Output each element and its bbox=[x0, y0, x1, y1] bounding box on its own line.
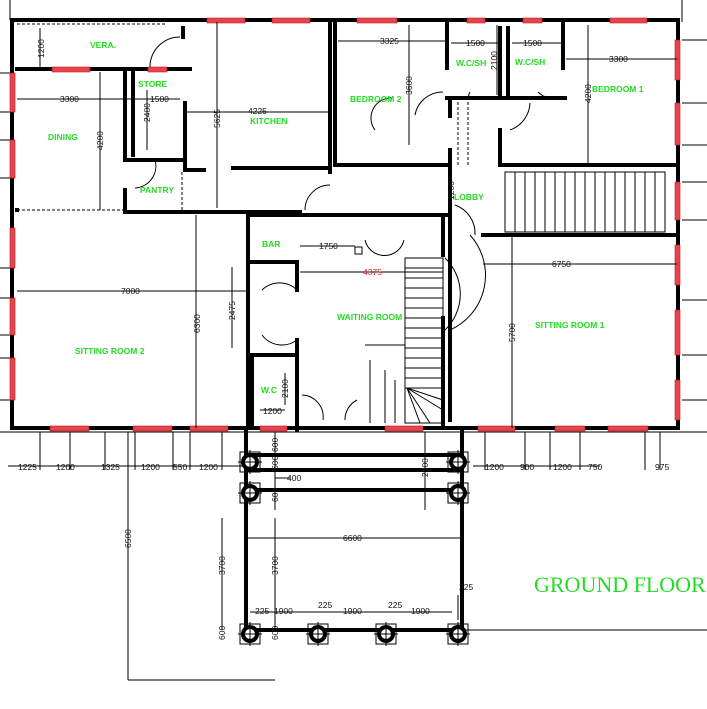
dim-lobby-depth: 1200 bbox=[446, 181, 456, 200]
stair-winder bbox=[406, 387, 444, 411]
dim-kitchen-depth: 5625 bbox=[212, 109, 222, 128]
dim-porch-col: 225 bbox=[459, 582, 473, 592]
room-sitting-1: SITTING ROOM 1 bbox=[535, 320, 605, 330]
doors bbox=[134, 36, 551, 421]
dim-sitting2-width: 7000 bbox=[121, 286, 140, 296]
dashed-lines bbox=[17, 23, 469, 211]
room-dining: DINING bbox=[48, 132, 78, 142]
dim-porch-left: 3700 bbox=[270, 556, 280, 575]
dim-porch-bay: 225 bbox=[318, 600, 332, 610]
dim-bar-width: 1750 bbox=[319, 241, 338, 251]
dim-porch-width: 6600 bbox=[343, 533, 362, 543]
dim-porch-top: 600 bbox=[270, 438, 280, 452]
dim-porch-top: 600 bbox=[270, 488, 280, 502]
room-wc: W.C bbox=[261, 385, 277, 395]
dim-door-recess: 2475 bbox=[227, 301, 237, 320]
dim-store-depth: 2400 bbox=[142, 103, 152, 122]
porch-column bbox=[306, 622, 330, 646]
dim-porch-base: 600 bbox=[270, 626, 280, 640]
dim-bottom-left: 1200 bbox=[141, 462, 160, 472]
porch-column bbox=[238, 481, 262, 505]
room-store: STORE bbox=[138, 79, 167, 89]
dim-wc-width: 1200 bbox=[263, 406, 282, 416]
room-pantry: PANTRY bbox=[140, 185, 174, 195]
room-bedroom-2: BEDROOM 2 bbox=[350, 94, 402, 104]
dim-porch-bay: 1900 bbox=[411, 606, 430, 616]
dim-dining-depth: 4200 bbox=[95, 131, 105, 150]
porch-column bbox=[446, 450, 470, 474]
room-vera: VERA. bbox=[90, 40, 116, 50]
dim-bottom-left: 1200 bbox=[56, 462, 75, 472]
room-bedroom-1: BEDROOM 1 bbox=[592, 84, 644, 94]
dim-store-width: 1500 bbox=[150, 94, 169, 104]
dim-porch-bay: 225 bbox=[388, 600, 402, 610]
porch bbox=[238, 430, 707, 646]
dim-porch-side: 2200 bbox=[420, 458, 430, 477]
plan-title: GROUND FLOOR bbox=[534, 572, 706, 597]
porch-column bbox=[238, 450, 262, 474]
room-waiting: WAITING ROOM bbox=[337, 312, 402, 322]
room-kitchen: KITCHEN bbox=[250, 116, 288, 126]
room-wcsh-a: W.C/SH bbox=[456, 58, 486, 68]
dimension-labels: 1200 3300 1500 2400 4200 5625 4225 3325 … bbox=[18, 36, 669, 640]
dim-porch-bay: 1900 bbox=[343, 606, 362, 616]
dim-bottom-right: 975 bbox=[655, 462, 669, 472]
dim-bottom-right: 1200 bbox=[553, 462, 572, 472]
room-sitting-2: SITTING ROOM 2 bbox=[75, 346, 145, 356]
porch-column bbox=[446, 481, 470, 505]
dim-porch-total: 6500 bbox=[123, 529, 133, 548]
dim-porch-base: 600 bbox=[217, 626, 227, 640]
dim-bottom-right: 1200 bbox=[485, 462, 504, 472]
dim-bed2-width: 3325 bbox=[380, 36, 399, 46]
room-lobby: LOBBY bbox=[454, 192, 484, 202]
dim-porch-bay: 225 bbox=[255, 606, 269, 616]
porch-column bbox=[238, 622, 262, 646]
dim-bed1-depth: 4200 bbox=[583, 84, 593, 103]
dim-porch-left: 3700 bbox=[217, 556, 227, 575]
dim-bottom-left: 1225 bbox=[18, 462, 37, 472]
dim-bottom-left: 1325 bbox=[101, 462, 120, 472]
dim-porch-beam: 400 bbox=[287, 473, 301, 483]
dim-bottom-right: 750 bbox=[588, 462, 602, 472]
dim-bed2-depth: 3600 bbox=[404, 76, 414, 95]
dim-sitting1-width: 6750 bbox=[552, 259, 571, 269]
room-labels: VERA. STORE DINING KITCHEN PANTRY BEDROO… bbox=[48, 40, 706, 597]
dim-wcsh-a-width: 1500 bbox=[466, 38, 485, 48]
stair-winder bbox=[406, 387, 421, 424]
room-bar: BAR bbox=[262, 239, 280, 249]
dim-wcsh-depth: 2100 bbox=[489, 51, 499, 70]
dim-kitchen-width: 4225 bbox=[248, 106, 267, 116]
dim-wcsh-b-width: 1500 bbox=[523, 38, 542, 48]
dim-porch-top: 600 bbox=[270, 456, 280, 470]
reference-lines bbox=[0, 0, 707, 433]
dim-waiting-width: 4375 bbox=[363, 267, 382, 277]
dim-vera-depth: 1200 bbox=[36, 39, 46, 58]
dim-dining-width: 3300 bbox=[60, 94, 79, 104]
porch-column bbox=[374, 622, 398, 646]
dim-bottom-right: 900 bbox=[520, 462, 534, 472]
stairs bbox=[354, 171, 666, 424]
room-wcsh-b: W.C/SH bbox=[515, 57, 545, 67]
dim-wc-depth: 2100 bbox=[280, 379, 290, 398]
windows bbox=[9, 17, 681, 432]
dim-bottom-left: 550 bbox=[173, 462, 187, 472]
dim-porch-bay: 1900 bbox=[274, 606, 293, 616]
dim-bed1-width: 3300 bbox=[609, 54, 628, 64]
dim-sitting1-depth: 5700 bbox=[507, 323, 517, 342]
dim-sitting2-depth: 6300 bbox=[192, 314, 202, 333]
dim-bottom-left: 1200 bbox=[199, 462, 218, 472]
stair-winder bbox=[406, 387, 431, 424]
porch-column bbox=[446, 622, 470, 646]
walls bbox=[10, 18, 680, 432]
stair-winder bbox=[406, 387, 444, 401]
